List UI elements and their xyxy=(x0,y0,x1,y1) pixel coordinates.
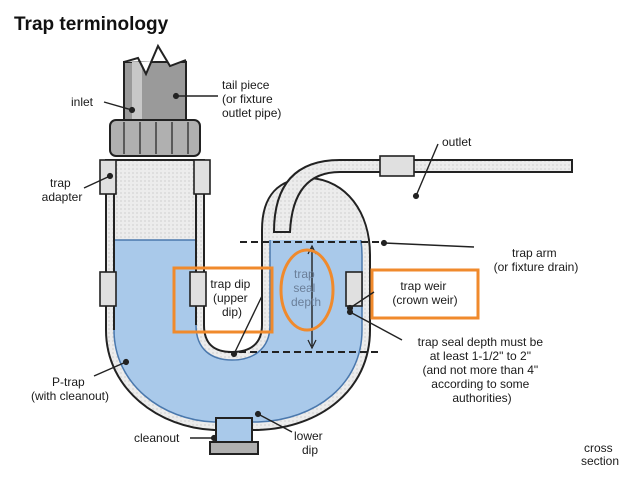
coupling-dip xyxy=(189,271,207,307)
tail-piece-pipe xyxy=(123,43,187,123)
label-trap-dip: trap dip (upper dip) xyxy=(210,277,253,319)
label-trap-arm: trap arm (or fixture drain) xyxy=(494,246,579,274)
diagram-title: Trap terminology xyxy=(14,14,169,35)
label-tail-piece: tail piece (or fixture outlet pipe) xyxy=(222,78,281,120)
coupling-outlet xyxy=(379,155,415,177)
coupling-right-upper xyxy=(193,159,211,195)
trap-water xyxy=(113,240,363,423)
label-p-trap: P-trap (with cleanout) xyxy=(31,375,109,403)
label-lower-dip: lower dip xyxy=(294,429,326,457)
highlight-trap-seal-depth xyxy=(279,248,335,332)
label-cross-section: cross section xyxy=(581,441,619,468)
highlight-trap-dip xyxy=(172,266,274,334)
label-seal-depth-note: trap seal depth must be at least 1-1/2" … xyxy=(418,335,547,405)
label-cleanout: cleanout xyxy=(134,431,180,445)
label-outlet: outlet xyxy=(442,135,472,149)
slip-nut xyxy=(109,119,201,157)
label-trap-weir: trap weir (crown weir) xyxy=(392,279,457,307)
label-trap-seal-depth: trap seal depth xyxy=(291,267,321,309)
coupling-left-lower xyxy=(99,271,117,307)
label-trap-adapter: trap adapter xyxy=(42,176,83,204)
label-inlet: inlet xyxy=(71,95,94,109)
cleanout-plug xyxy=(209,417,259,455)
